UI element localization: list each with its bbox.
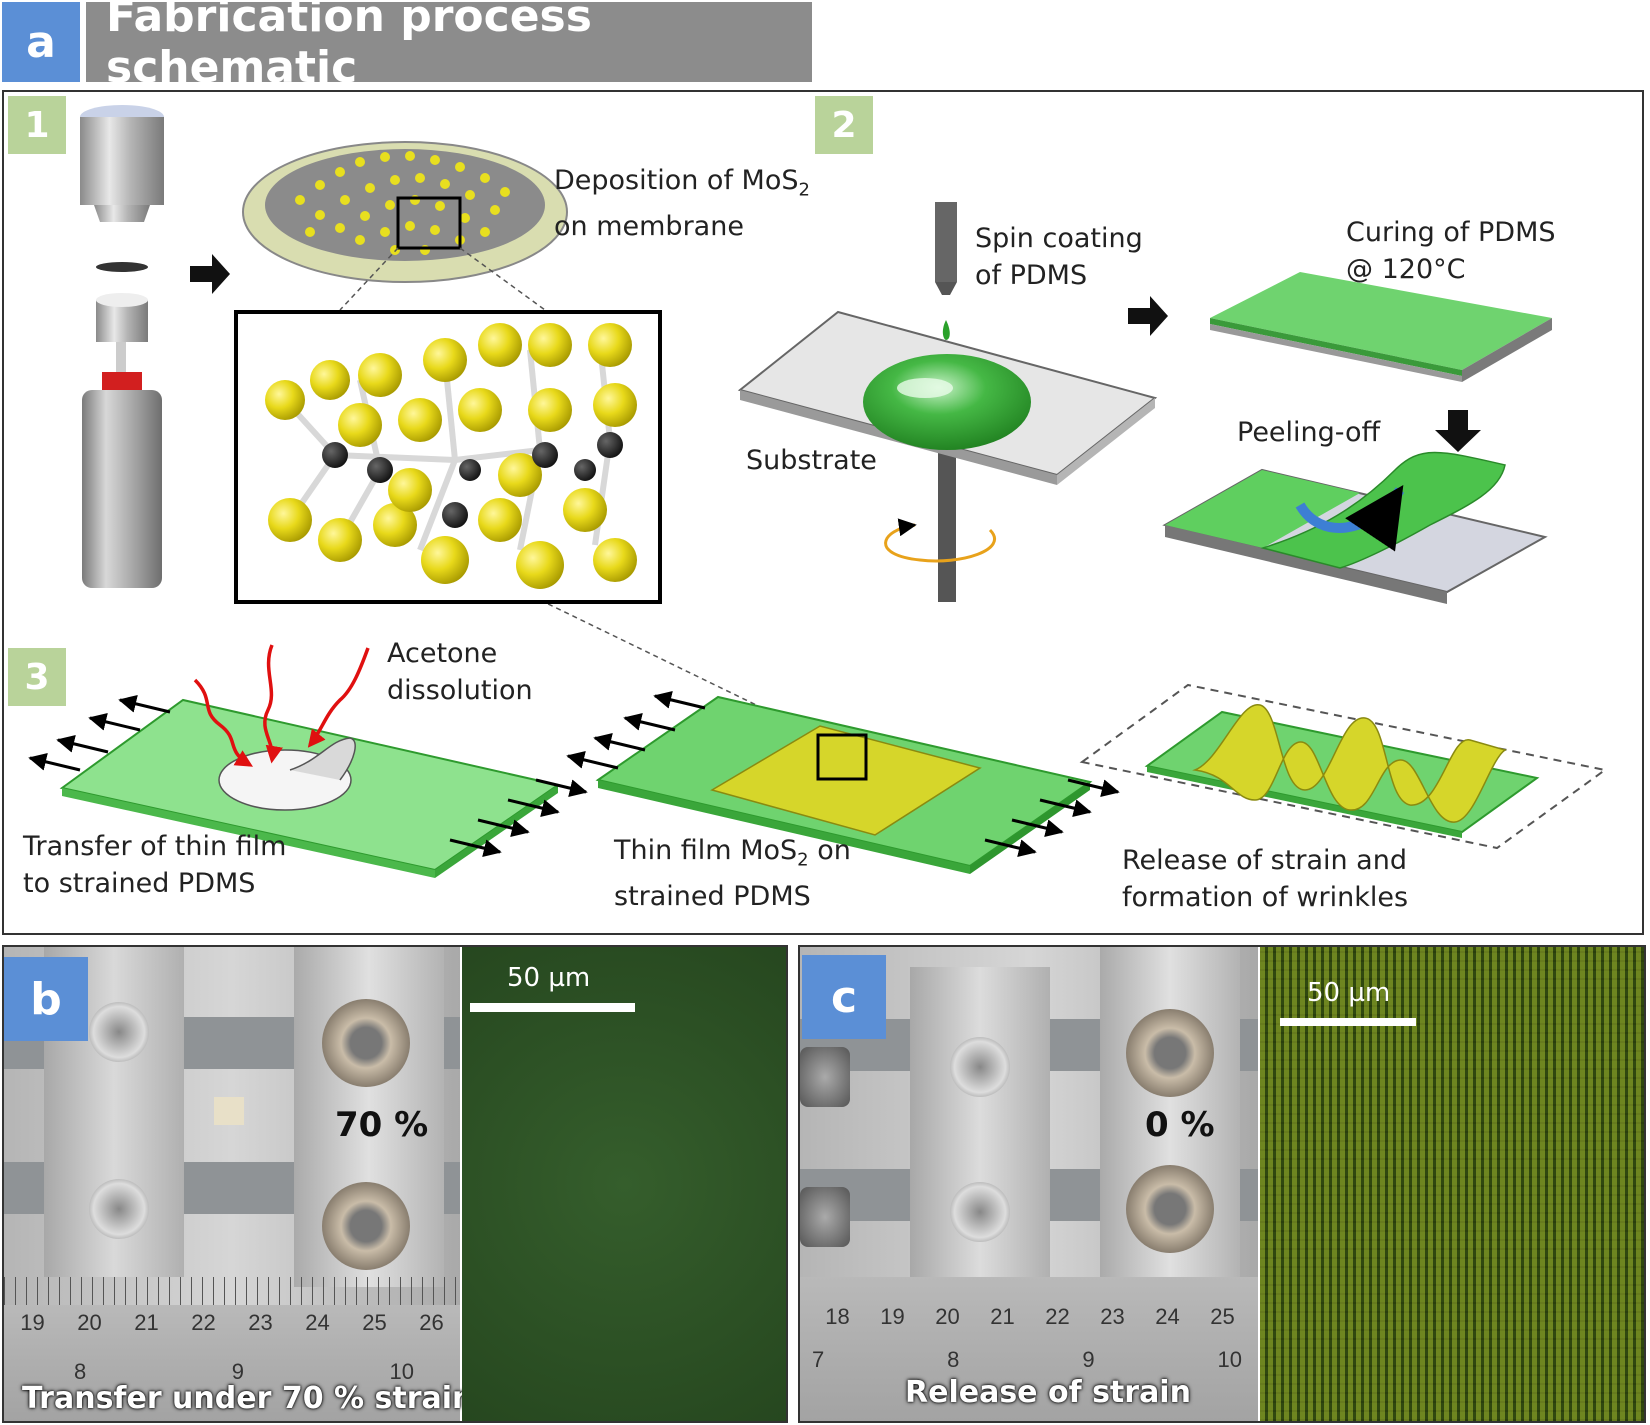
step-3-tag: 3 bbox=[8, 648, 66, 706]
peeling-label: Peeling-off bbox=[1237, 417, 1381, 448]
filter-funnel-icon bbox=[80, 105, 164, 588]
schematic-diagram bbox=[28, 105, 1608, 878]
panel-a-letter: a bbox=[26, 16, 56, 68]
membrane-disc-icon bbox=[242, 141, 568, 283]
panel-b-micrograph bbox=[462, 947, 786, 1421]
curing-label: Curing of PDMS@ 120°C bbox=[1346, 217, 1556, 285]
panel-b-tag: b bbox=[4, 957, 88, 1041]
peeling-pdms bbox=[1162, 451, 1548, 604]
panel-a-frame bbox=[2, 90, 1644, 935]
step-1-tag: 1 bbox=[8, 96, 66, 154]
wrinkled-film bbox=[1079, 683, 1608, 850]
panel-b-scale-label: 50 µm bbox=[507, 963, 591, 993]
panel-c-caption: Release of strain bbox=[905, 1375, 1191, 1410]
panel-b-frame bbox=[2, 945, 788, 1423]
strained-pdms-mos2 bbox=[566, 691, 1120, 874]
panel-c-strain: 0 % bbox=[1145, 1105, 1215, 1145]
arrow-icon bbox=[190, 254, 230, 294]
page-title: Fabrication process schematic bbox=[106, 0, 592, 93]
panel-c-tag: c bbox=[802, 955, 886, 1039]
panel-a-tag: a bbox=[2, 2, 80, 82]
deposition-label: Deposition of MoS2 on membrane bbox=[554, 165, 810, 243]
panel-c-scale-label: 50 µm bbox=[1307, 978, 1391, 1008]
panel-c-micrograph bbox=[1260, 947, 1644, 1421]
cured-pdms-slab bbox=[1210, 272, 1552, 382]
substrate-label: Substrate bbox=[746, 445, 877, 476]
step-2-tag: 2 bbox=[815, 96, 873, 154]
panel-b-strain: 70 % bbox=[335, 1105, 429, 1145]
mos2-lattice-inset bbox=[234, 310, 662, 604]
panel-b-caption: Transfer under 70 % strain bbox=[22, 1381, 474, 1416]
panel-c-scalebar bbox=[1280, 1018, 1416, 1026]
title-bar: Fabrication process schematic bbox=[86, 0, 812, 93]
thin-film-label: Thin film MoS2 on strained PDMS bbox=[614, 835, 851, 913]
spin-coater-icon bbox=[737, 202, 1158, 602]
panel-c-frame bbox=[798, 945, 1646, 1423]
panel-b-scalebar bbox=[470, 1003, 635, 1012]
strained-pdms-transfer bbox=[28, 644, 588, 878]
ruler bbox=[800, 1277, 1258, 1421]
